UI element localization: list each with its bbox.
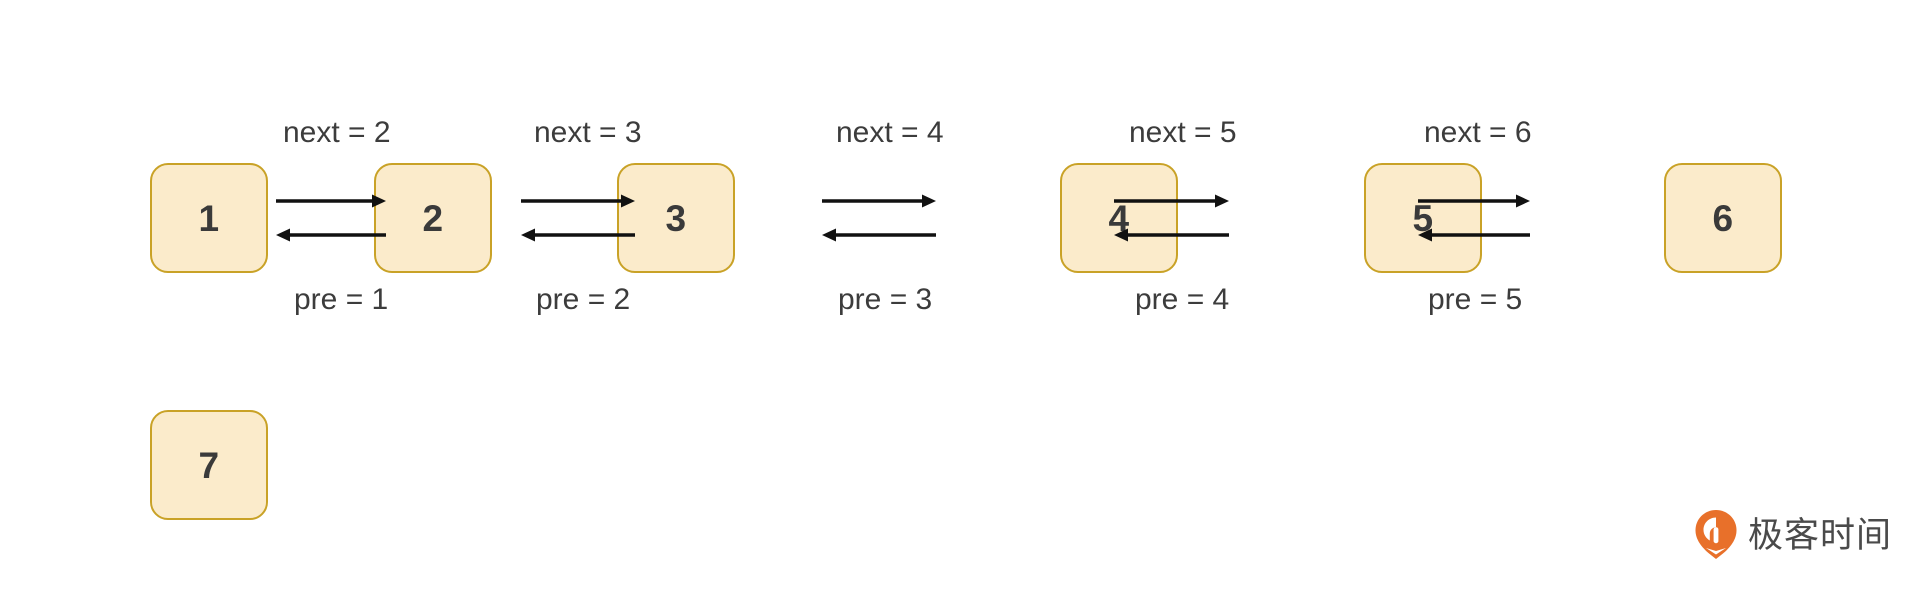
pre-pointer-label: pre = 5 bbox=[1428, 283, 1523, 316]
pre-pointer-label: pre = 3 bbox=[838, 283, 933, 316]
node-value-label: 4 bbox=[1108, 197, 1130, 239]
pre-pointer-label: pre = 4 bbox=[1135, 283, 1230, 316]
list-node-2[interactable]: 2 bbox=[374, 163, 492, 273]
node-value-label: 6 bbox=[1712, 197, 1734, 239]
node-value-label: 1 bbox=[198, 197, 220, 239]
pre-pointer-label: pre = 1 bbox=[294, 283, 389, 316]
list-node-5[interactable]: 5 bbox=[1364, 163, 1482, 273]
node-value-label: 3 bbox=[665, 197, 687, 239]
watermark: 极客时间 bbox=[1693, 508, 1892, 565]
pre-arrow-left bbox=[521, 224, 635, 246]
pre-arrow-left bbox=[1114, 224, 1229, 246]
node-value-label: 2 bbox=[422, 197, 444, 239]
list-node-7[interactable]: 7 bbox=[150, 410, 268, 520]
next-arrow-right bbox=[521, 190, 635, 212]
next-arrow-right bbox=[1114, 190, 1229, 212]
node-value-label: 5 bbox=[1412, 197, 1434, 239]
next-arrow-right bbox=[276, 190, 386, 212]
pre-arrow-left bbox=[276, 224, 386, 246]
next-pointer-label: next = 4 bbox=[836, 116, 944, 149]
list-node-4[interactable]: 4 bbox=[1060, 163, 1178, 273]
next-pointer-label: next = 5 bbox=[1129, 116, 1237, 149]
geektime-drop-logo-icon bbox=[1693, 508, 1739, 565]
pre-arrow-left bbox=[1418, 224, 1530, 246]
pre-pointer-label: pre = 2 bbox=[536, 283, 631, 316]
next-pointer-label: next = 2 bbox=[283, 116, 391, 149]
list-node-1[interactable]: 1 bbox=[150, 163, 268, 273]
watermark-text: 极客时间 bbox=[1748, 516, 1893, 556]
next-arrow-right bbox=[1418, 190, 1530, 212]
list-node-6[interactable]: 6 bbox=[1664, 163, 1782, 273]
node-value-label: 7 bbox=[198, 444, 220, 486]
next-pointer-label: next = 6 bbox=[1424, 116, 1532, 149]
next-pointer-label: next = 3 bbox=[534, 116, 642, 149]
next-arrow-right bbox=[822, 190, 936, 212]
list-node-3[interactable]: 3 bbox=[617, 163, 735, 273]
pre-arrow-left bbox=[822, 224, 936, 246]
